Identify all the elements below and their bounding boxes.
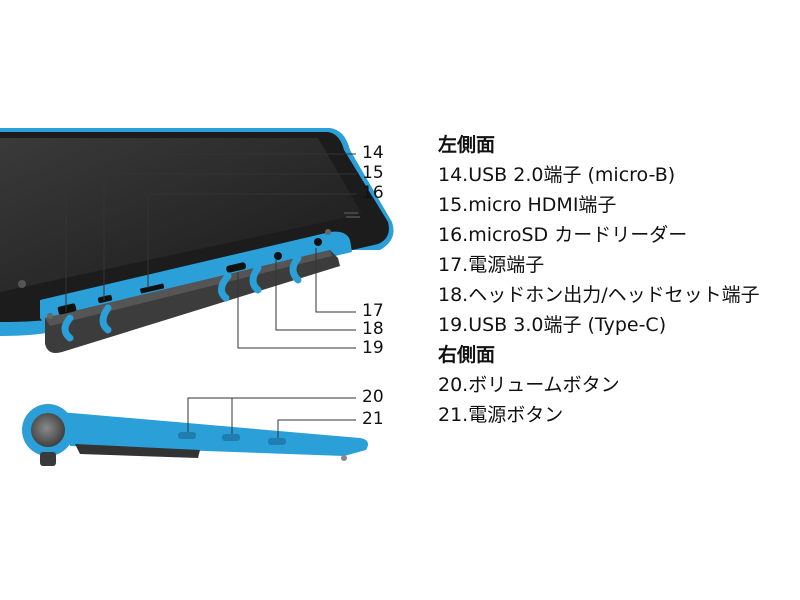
callout-16: 16 [362, 183, 384, 203]
legend-item-16: 16.microSD カードリーダー [438, 224, 688, 246]
callout-18: 18 [362, 319, 384, 339]
callout-21: 21 [362, 409, 384, 429]
legend-item-21: 21.電源ボタン [438, 404, 564, 426]
tablet-illustration [0, 128, 394, 466]
callout-14: 14 [362, 143, 384, 163]
right-side-heading: 右側面 [438, 344, 496, 366]
left-side-heading: 左側面 [438, 134, 496, 156]
callout-20: 20 [362, 387, 384, 407]
tablet-left-side-view [0, 128, 394, 353]
callout-15: 15 [362, 163, 384, 183]
legend-item-15: 15.micro HDMI端子 [438, 194, 617, 216]
parts-legend: 左側面 14.USB 2.0端子 (micro-B) 15.micro HDMI… [438, 130, 788, 430]
legend-item-19: 19.USB 3.0端子 (Type-C) [438, 314, 667, 336]
legend-item-20: 20.ボリュームボタン [438, 374, 620, 396]
legend-item-14: 14.USB 2.0端子 (micro-B) [438, 164, 676, 186]
callout-lines [65, 153, 356, 438]
legend-item-17: 17.電源端子 [438, 254, 545, 276]
callout-19: 19 [362, 338, 384, 358]
callout-17: 17 [362, 301, 384, 321]
tablet-right-side-view [22, 404, 368, 466]
legend-item-18: 18.ヘッドホン出力/ヘッドセット端子 [438, 284, 760, 306]
